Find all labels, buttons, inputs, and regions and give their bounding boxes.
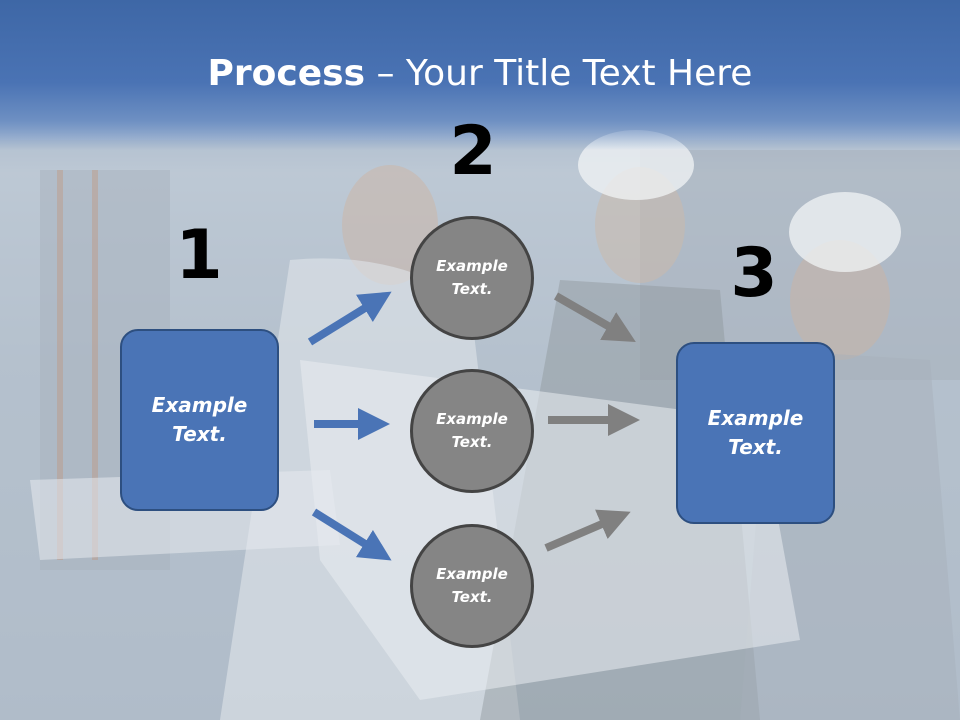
circle-top-line1: Example xyxy=(436,257,508,275)
circle-bottom-line1: Example xyxy=(436,565,508,583)
step-2-circle-middle: Example Text. xyxy=(410,369,534,493)
arrow-1-to-bottom xyxy=(311,508,392,561)
step-number-3: 3 xyxy=(730,234,778,313)
title-bold: Process xyxy=(207,53,366,94)
title-band xyxy=(0,0,960,150)
circle-bottom-line2: Text. xyxy=(451,588,493,606)
title-rest: – Your Title Text Here xyxy=(365,53,753,94)
step-2-circle-bottom: Example Text. xyxy=(410,524,534,648)
circle-middle-line1: Example xyxy=(436,410,508,428)
arrow-1-to-top xyxy=(307,291,392,346)
step-3-text-line2: Text. xyxy=(728,435,783,459)
step-number-1: 1 xyxy=(175,216,223,295)
step-1-box: Example Text. xyxy=(120,329,279,511)
step-number-2: 2 xyxy=(449,112,497,191)
arrow-top-to-3 xyxy=(554,292,636,342)
slide-title: Process – Your Title Text Here xyxy=(0,52,960,96)
circle-middle-line2: Text. xyxy=(451,433,493,451)
step-1-text-line2: Text. xyxy=(172,422,227,446)
step-3-text-line1: Example xyxy=(707,406,804,430)
arrow-bottom-to-3 xyxy=(544,509,631,552)
step-3-box: Example Text. xyxy=(676,342,835,524)
step-1-text-line1: Example xyxy=(151,393,248,417)
step-2-circle-top: Example Text. xyxy=(410,216,534,340)
circle-top-line2: Text. xyxy=(451,280,493,298)
